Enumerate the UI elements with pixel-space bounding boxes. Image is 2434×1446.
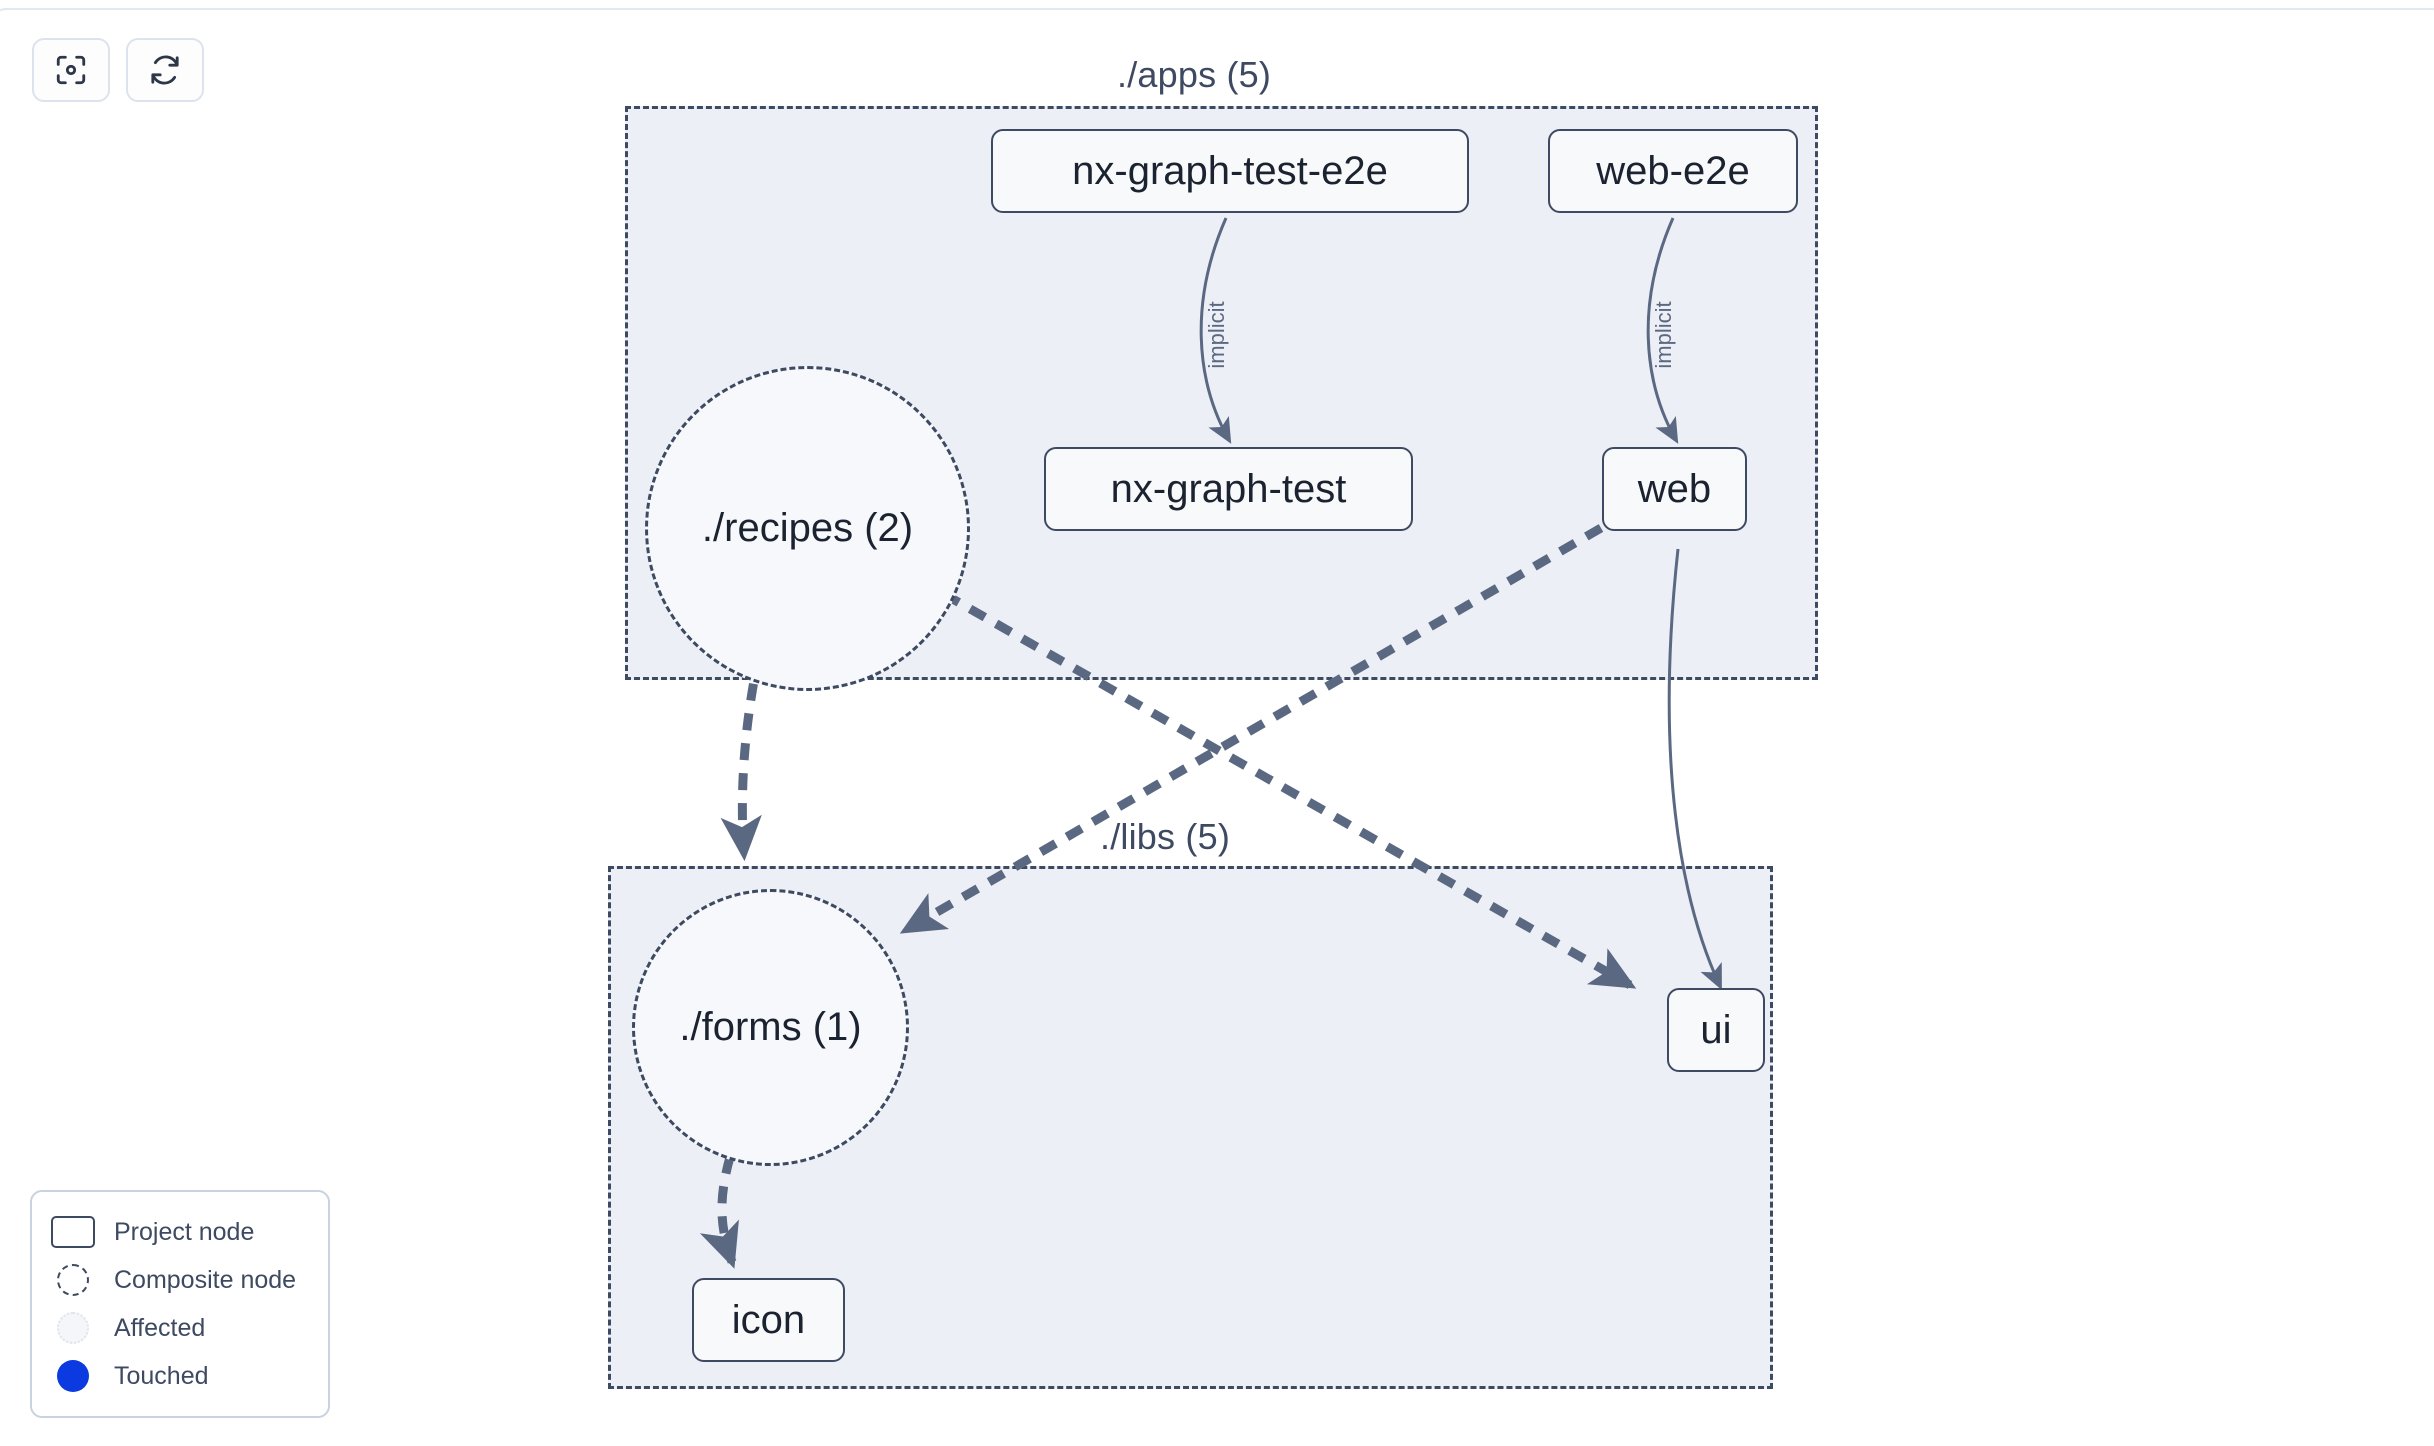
touched-swatch	[50, 1359, 96, 1393]
group-libs-label: ./libs (5)	[1100, 816, 1231, 857]
focus-graph-button[interactable]	[32, 38, 110, 102]
composite-node-forms[interactable]: ./forms (1)	[632, 889, 909, 1166]
project-node-web-e2e[interactable]: web-e2e	[1548, 129, 1798, 213]
project-node-swatch	[50, 1215, 96, 1249]
legend-item-touched-label: Touched	[114, 1361, 209, 1390]
legend-item-touched: Touched	[50, 1352, 310, 1400]
composite-node-recipes[interactable]: ./recipes (2)	[645, 366, 970, 691]
legend-item-project-node-label: Project node	[114, 1217, 255, 1246]
refresh-graph-button[interactable]	[126, 38, 204, 102]
project-node-ui-label: ui	[1700, 1008, 1732, 1052]
project-node-nx-graph-test-label: nx-graph-test	[1110, 467, 1347, 511]
project-node-web-label: web	[1637, 467, 1712, 511]
project-node-icon-label: icon	[731, 1298, 806, 1342]
legend-item-composite-node-label: Composite node	[114, 1265, 297, 1294]
composite-node-swatch	[50, 1263, 96, 1297]
legend-item-affected: Affected	[50, 1304, 310, 1352]
composite-node-recipes-label: ./recipes (2)	[701, 506, 914, 550]
composite-node-forms-label: ./forms (1)	[679, 1005, 862, 1049]
graph-legend: Project node Composite node Affected Tou…	[30, 1190, 330, 1418]
project-node-nx-graph-test[interactable]: nx-graph-test	[1044, 447, 1413, 531]
focus-target-icon	[54, 53, 88, 87]
refresh-icon	[148, 53, 182, 87]
project-node-web-e2e-label: web-e2e	[1596, 149, 1750, 193]
affected-swatch	[50, 1311, 96, 1345]
legend-item-project-node: Project node	[50, 1208, 310, 1256]
edge-label-implicit-web: implicit	[1651, 301, 1676, 369]
graph-toolbar	[32, 38, 204, 102]
project-node-web[interactable]: web	[1602, 447, 1747, 531]
project-node-ui[interactable]: ui	[1667, 988, 1765, 1072]
legend-item-composite-node: Composite node	[50, 1256, 310, 1304]
project-node-icon[interactable]: icon	[692, 1278, 845, 1362]
group-apps-label: ./apps (5)	[1117, 54, 1272, 95]
project-node-nx-graph-test-e2e[interactable]: nx-graph-test-e2e	[991, 129, 1469, 213]
legend-item-affected-label: Affected	[114, 1313, 206, 1342]
edge-label-implicit-nx-graph-test: implicit	[1204, 301, 1229, 369]
project-node-nx-graph-test-e2e-label: nx-graph-test-e2e	[1072, 149, 1388, 193]
